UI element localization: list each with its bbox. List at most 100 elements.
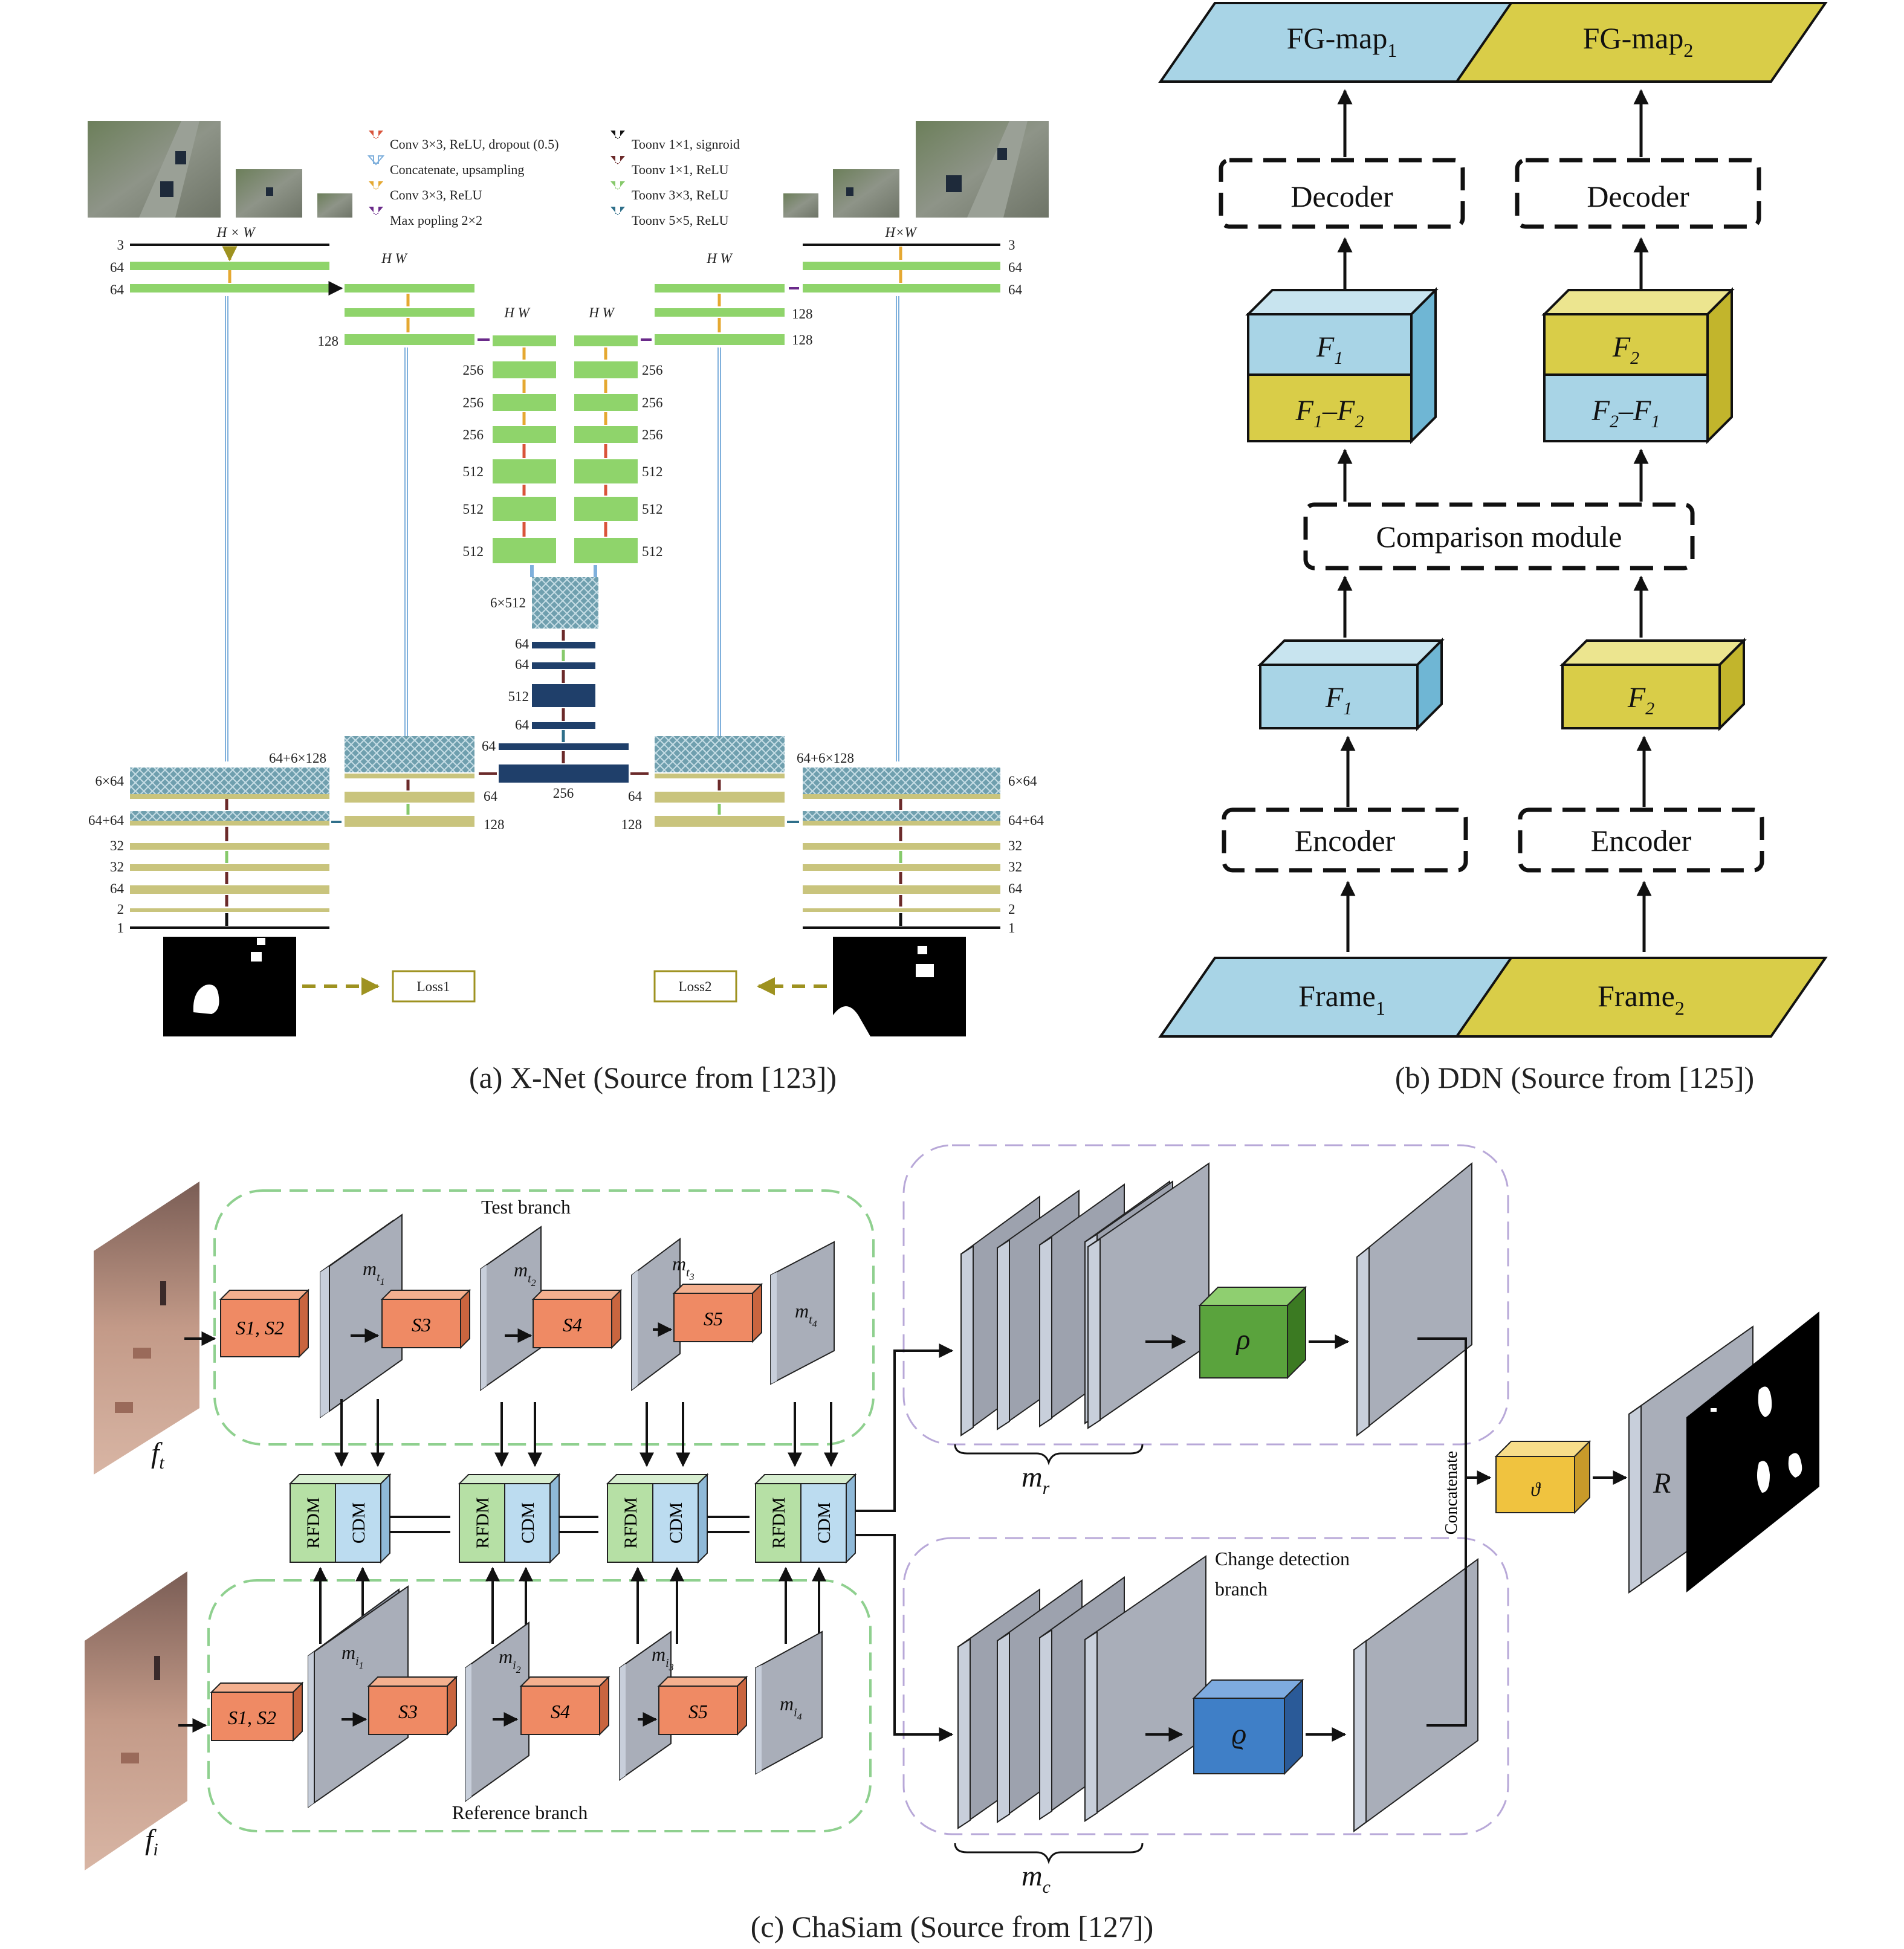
svg-text:512: 512 <box>508 689 529 704</box>
svg-text:Encoder: Encoder <box>1591 824 1692 858</box>
svg-text:CDM: CDM <box>814 1502 834 1543</box>
svg-text:32: 32 <box>1008 838 1022 853</box>
svg-text:64+64: 64+64 <box>88 813 124 828</box>
svg-text:RFDM: RFDM <box>303 1497 323 1548</box>
module-pair-1: RFDM CDM <box>288 1473 392 1564</box>
svg-text:32: 32 <box>110 859 124 874</box>
svg-text:Frame1: Frame1 <box>1298 979 1385 1019</box>
svg-text:Toonv 1×1, signroid: Toonv 1×1, signroid <box>632 137 740 152</box>
input-thumbnail-left <box>88 121 352 218</box>
svg-text:F2–F1: F2–F1 <box>1592 395 1660 431</box>
reference-branch-label: Reference branch <box>452 1802 588 1823</box>
svg-text:H W: H W <box>588 305 615 320</box>
svg-text:3: 3 <box>117 238 125 253</box>
svg-text:6×512: 6×512 <box>490 595 526 610</box>
input-thumbnail-right <box>783 121 1049 218</box>
svg-text:512: 512 <box>642 464 663 479</box>
stage-s5-test: S5 <box>672 1282 763 1343</box>
svg-text:RFDM: RFDM <box>473 1497 493 1548</box>
result-mask <box>1686 1311 1819 1592</box>
svg-text:S5: S5 <box>688 1701 708 1722</box>
caption-c: (c) ChaSiam (Source from [127]) <box>751 1910 1153 1944</box>
test-branch-label: Test branch <box>481 1196 571 1218</box>
svg-text:Decoder: Decoder <box>1587 179 1689 213</box>
stage-s1s2-test: S1, S2 <box>219 1288 310 1359</box>
svg-text:Loss2: Loss2 <box>679 979 712 994</box>
svg-text:mr: mr <box>1022 1461 1050 1498</box>
svg-text:256: 256 <box>463 395 484 410</box>
svg-text:128: 128 <box>484 817 505 832</box>
frame-1: Frame1 <box>1158 957 1529 1038</box>
svg-text:ϱ: ϱ <box>1232 1718 1246 1750</box>
svg-text:256: 256 <box>463 427 484 442</box>
svg-text:64: 64 <box>1008 260 1023 275</box>
stage-s5-ref: S5 <box>657 1675 748 1736</box>
ddn-panel: FG-map1 FG-map2 Decoder Decoder F1 F1–F2 <box>1158 1 1828 1038</box>
legend-item-0: Conv 3×3, ReLU, dropout (0.5) <box>369 131 559 152</box>
caption-b: (b) DDN (Source from [125]) <box>1395 1061 1754 1094</box>
svg-text:256: 256 <box>642 427 663 442</box>
map-mt4: mt4 <box>770 1241 835 1385</box>
svg-text:64: 64 <box>515 717 529 732</box>
svg-text:CDM: CDM <box>666 1502 686 1543</box>
svg-text:Max popling 2×2: Max popling 2×2 <box>390 213 482 228</box>
svg-text:ρ: ρ <box>1235 1324 1250 1356</box>
varrho-block: ϱ <box>1145 1678 1347 1776</box>
svg-text:mi2: mi2 <box>499 1646 521 1675</box>
loss-2: Loss2 <box>653 970 827 1003</box>
map-branch-region <box>902 1144 1509 1446</box>
mid-left-decoder: 64 128 <box>345 736 505 832</box>
frame-2: Frame2 <box>1454 957 1828 1038</box>
concatenate-path: Concatenate <box>1417 1337 1492 1727</box>
legend-item-3: Max popling 2×2 <box>369 207 482 228</box>
svg-text:3: 3 <box>1008 238 1015 253</box>
svg-text:64: 64 <box>515 636 529 651</box>
svg-text:S5: S5 <box>704 1308 723 1330</box>
legend-item-5: Toonv 1×1, ReLU <box>610 156 729 177</box>
svg-text:mt1: mt1 <box>363 1258 385 1287</box>
svg-text:FG-map1: FG-map1 <box>1287 21 1397 61</box>
svg-text:64: 64 <box>1008 282 1023 297</box>
svg-text:S4: S4 <box>551 1701 570 1722</box>
module-pair-4: RFDM CDM <box>754 1473 857 1564</box>
svg-text:S1, S2: S1, S2 <box>236 1317 284 1339</box>
svg-text:2: 2 <box>1008 902 1015 917</box>
svg-text:64: 64 <box>628 789 643 804</box>
svg-text:Toonv 1×1, ReLU: Toonv 1×1, ReLU <box>632 162 729 177</box>
svg-text:512: 512 <box>642 544 663 559</box>
svg-text:RFDM: RFDM <box>621 1497 641 1548</box>
stage-s4-ref: S4 <box>519 1675 610 1736</box>
svg-text:128: 128 <box>318 334 339 349</box>
svg-text:256: 256 <box>463 363 484 378</box>
legend-item-6: Toonv 3×3, ReLU <box>610 181 729 202</box>
output-mask-right <box>833 937 966 1036</box>
mc-feature-stack: mc <box>954 1555 1206 1897</box>
svg-text:32: 32 <box>110 838 124 853</box>
svg-text:F2: F2 <box>1627 682 1654 719</box>
svg-text:H W: H W <box>504 305 530 320</box>
svg-text:32: 32 <box>1008 859 1022 874</box>
mid-right-decoder: 64 128 <box>621 736 785 832</box>
svg-text:128: 128 <box>792 306 813 322</box>
svg-text:Concatenate, upsampling: Concatenate, upsampling <box>390 162 524 177</box>
feature-stack-1: F1 F1–F2 <box>1245 287 1439 444</box>
svg-text:mt4: mt4 <box>795 1300 817 1330</box>
svg-text:Comparison module: Comparison module <box>1376 520 1622 554</box>
loss-1: Loss1 <box>302 970 476 1003</box>
svg-text:S3: S3 <box>412 1314 431 1336</box>
legend-item-7: Toonv 5×5, ReLU <box>610 207 729 228</box>
feature-f1: F1 <box>1257 638 1445 731</box>
svg-text:Encoder: Encoder <box>1295 824 1396 858</box>
svg-text:F1–F2: F1–F2 <box>1295 395 1364 431</box>
stage-s3-test: S3 <box>380 1288 471 1349</box>
svg-text:F2: F2 <box>1612 331 1639 368</box>
svg-text:64: 64 <box>110 282 125 297</box>
xnet-panel: Conv 3×3, ReLU, dropout (0.5) Concatenat… <box>88 121 1049 1036</box>
svg-text:S3: S3 <box>398 1701 418 1722</box>
output-mask-left <box>163 937 296 1036</box>
map-mi4: mi4 <box>755 1631 823 1775</box>
svg-text:mi4: mi4 <box>780 1693 802 1722</box>
svg-text:64+64: 64+64 <box>1008 813 1044 828</box>
svg-text:Concatenate: Concatenate <box>1442 1451 1461 1534</box>
